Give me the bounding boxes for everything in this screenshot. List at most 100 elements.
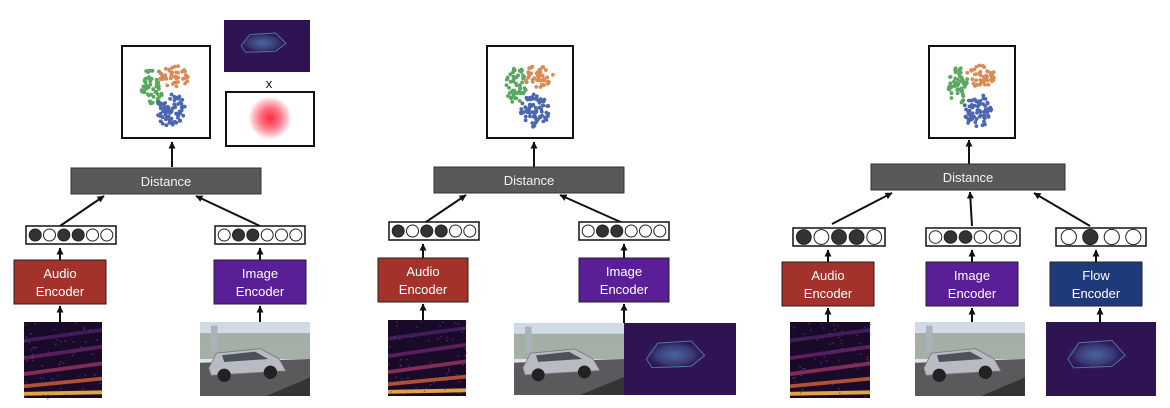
encoder-label-line2: Encoder	[948, 286, 997, 301]
scatter-point	[958, 66, 963, 71]
spectrogram-noise	[58, 363, 61, 366]
vector-unit	[463, 224, 477, 238]
encoder-label-line1: Audio	[43, 266, 76, 281]
scatter-point	[546, 79, 551, 84]
photo-car-window	[536, 351, 583, 362]
spectrogram-noise	[39, 377, 42, 379]
scatter-point	[958, 70, 963, 75]
scatter-point	[986, 113, 990, 118]
encoder-label-line1: Image	[954, 268, 990, 283]
spectrogram-noise	[423, 390, 426, 392]
spectrogram-noise	[390, 391, 392, 393]
scatter-point	[947, 87, 952, 92]
spectrogram-noise	[841, 330, 843, 332]
spectrogram-noise	[829, 343, 831, 345]
scatter-point	[982, 65, 987, 70]
spectrogram-noise	[454, 322, 456, 324]
embedding-scatter	[928, 45, 1016, 139]
spectrogram-band	[388, 326, 466, 341]
scatter-point	[151, 87, 156, 92]
distance-box	[433, 166, 625, 194]
spectrogram-noise	[99, 382, 101, 385]
spectrogram-noise	[837, 336, 840, 339]
audio-embedding-vector	[388, 221, 480, 241]
encoder-label-line2: Encoder	[804, 286, 853, 301]
flow-car-outline	[645, 340, 706, 369]
scatter-point	[540, 65, 544, 70]
photo-wheel	[263, 365, 278, 379]
spectrogram-noise	[823, 356, 826, 358]
spectrogram-band	[24, 328, 102, 343]
scatter-point	[546, 114, 550, 118]
scatter-point	[534, 119, 539, 123]
scatter-point	[977, 63, 982, 68]
photo-pole	[926, 325, 933, 352]
encoder-label-line2: Encoder	[600, 282, 649, 297]
spectrogram-noise	[396, 324, 398, 327]
scatter-point	[511, 78, 516, 83]
scatter-point	[158, 106, 163, 111]
photo-pole	[525, 326, 532, 352]
spectrogram-noise	[832, 342, 834, 344]
vector-unit	[217, 228, 231, 242]
scatter-point	[508, 79, 513, 84]
scatter-point	[536, 74, 540, 78]
scatter-point	[170, 106, 175, 110]
embedding-scatter	[121, 45, 211, 139]
photo-wheel	[978, 365, 993, 379]
vector-unit	[795, 229, 812, 245]
scatter-point	[169, 75, 173, 80]
scatter-point	[156, 101, 161, 106]
spectrogram-noise	[47, 394, 49, 396]
scatter-point	[522, 75, 526, 79]
scatter-point	[510, 100, 515, 104]
scatter-frame	[486, 45, 574, 139]
spectrogram-noise	[42, 376, 45, 379]
spectrogram-noise	[794, 376, 797, 379]
spectrogram-noise	[91, 353, 94, 355]
scatter-point	[544, 118, 549, 122]
spectrogram-noise	[829, 382, 831, 384]
encoder-box	[13, 259, 107, 305]
scatter-point	[541, 119, 546, 124]
spectrogram-noise	[816, 339, 818, 341]
scatter-point	[966, 110, 971, 115]
vector-unit	[610, 224, 624, 238]
spectrogram-noise	[406, 358, 408, 361]
spectrogram-noise	[55, 343, 57, 346]
spectrogram-noise	[388, 345, 391, 348]
vector-unit	[848, 229, 865, 245]
scatter-point	[538, 97, 543, 102]
scatter-point	[143, 77, 148, 81]
scatter-point	[520, 110, 524, 115]
distance-box	[870, 163, 1066, 191]
spectrogram-noise	[59, 387, 62, 390]
flow-car-outline	[1067, 339, 1126, 369]
spectrogram-noise	[393, 336, 396, 339]
spectrogram-noise	[24, 396, 26, 398]
photo-wheel	[531, 368, 545, 382]
spectrogram-band	[388, 342, 466, 358]
scatter-point	[163, 101, 168, 105]
spectrogram-noise	[869, 324, 871, 326]
spectrogram-noise	[401, 378, 403, 380]
encoder-box	[781, 261, 875, 307]
scatter-point	[948, 75, 952, 79]
scatter-point	[149, 77, 154, 81]
spectrogram-noise	[465, 321, 467, 323]
spectrogram-noise	[25, 381, 27, 384]
embedding-scatter	[486, 45, 574, 139]
spectrogram-noise	[84, 374, 87, 377]
scatter-point	[974, 117, 979, 121]
distance-label: Distance	[141, 174, 192, 189]
vector-unit	[866, 229, 883, 245]
scatter-point	[173, 64, 177, 69]
spectrogram-noise	[800, 392, 802, 394]
spectrogram-noise	[814, 357, 817, 360]
scatter-point	[981, 79, 986, 84]
scatter-point	[176, 80, 180, 84]
spectrogram-band	[24, 344, 102, 360]
scatter-point	[973, 97, 977, 102]
scatter-point	[157, 87, 161, 91]
spectrogram-noise	[464, 347, 466, 350]
